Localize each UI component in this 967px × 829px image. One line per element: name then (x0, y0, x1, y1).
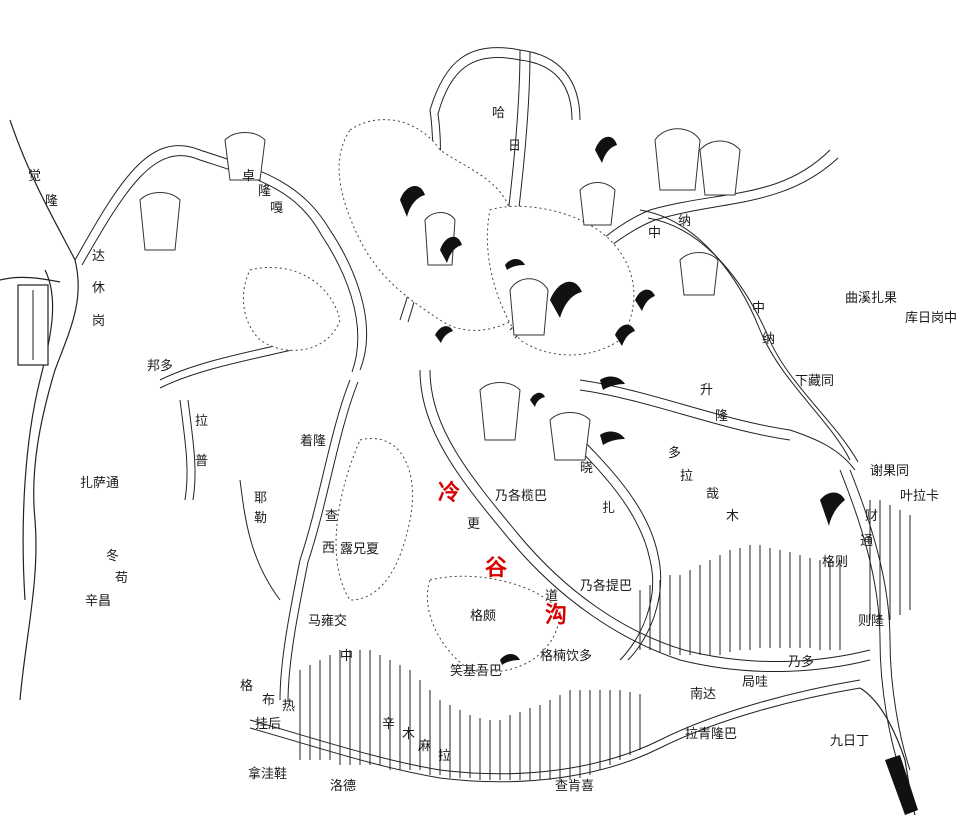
label-luode: 洛德 (330, 779, 356, 794)
label-na1: 纳 (678, 214, 691, 229)
label-gang: 岗 (92, 314, 105, 329)
label-yujiao: 马雍交 (308, 613, 347, 629)
glacier-tongues (139, 128, 741, 461)
moraine-hatching (299, 500, 911, 780)
label-sheng: 升 (700, 383, 713, 398)
label-la3: 拉 (438, 749, 451, 764)
label-yela: 叶拉卡 (900, 489, 939, 504)
label-gang2: 嘎 (270, 201, 283, 216)
label-xinchang: 辛昌 (85, 594, 111, 609)
label-bu: 布 (262, 693, 275, 708)
label-luoer: 露兄夏 (340, 542, 379, 557)
label-zhasa: 扎萨通 (80, 476, 119, 491)
label-jiurid: 九日丁 (830, 734, 869, 749)
label-la2: 拉 (680, 469, 693, 484)
label-mu2: 木 (402, 727, 415, 742)
label-naige1: 乃各榄巴 (495, 488, 547, 504)
valley-char-1: 冷 (438, 480, 460, 506)
label-xin: 辛 (382, 717, 395, 732)
label-dong: 冬 (106, 548, 119, 564)
main-trunk (249, 679, 918, 816)
label-gegai: 格则 (822, 554, 848, 570)
label-dao: 道 (545, 589, 558, 604)
label-ma: 麻 (418, 739, 431, 754)
label-gejiu: 格楠饮多 (540, 648, 592, 664)
label-long2: 隆 (258, 184, 271, 199)
label-naiduo: 乃多 (788, 654, 814, 670)
label-da: 达 (92, 249, 105, 264)
label-pu: 普 (195, 454, 208, 469)
label-xi: 西 (322, 541, 335, 556)
valley-char-2: 谷 (485, 556, 508, 581)
label-nanda: 南达 (690, 686, 716, 702)
label-xiazang: 下藏同 (795, 374, 834, 389)
label-geng: 更 (467, 517, 480, 532)
label-zegen: 则隆 (858, 614, 884, 629)
label-ha: 哈 (492, 106, 505, 121)
label-xiao: 晓 (580, 461, 593, 476)
label-zhuo: 卓 (242, 169, 255, 184)
label-cai: 财 (865, 509, 878, 524)
label-zai: 哉 (706, 487, 719, 502)
label-zhong2: 中 (752, 301, 765, 316)
label-la1: 拉 (195, 414, 208, 429)
label-na2: 纳 (762, 332, 775, 347)
snowfields (242, 119, 635, 673)
label-duo: 多 (668, 445, 681, 461)
label-ge: 格 (240, 678, 253, 694)
label-jue: 觉 (28, 169, 41, 184)
valley-char-3: 沟 (545, 602, 567, 628)
label-cha: 查 (325, 509, 338, 524)
label-guahou: 挂后 (255, 717, 281, 732)
outflow-mark (885, 755, 918, 815)
place-labels: 觉 隆 达 休 岗 卓 隆 嘎 哈 日 中 纳 曲溪扎果 库日岗中 中 纳 下藏… (28, 106, 957, 794)
label-ri: 日 (508, 139, 521, 154)
label-chayu: 查肯喜 (555, 779, 594, 794)
left-river-system (0, 119, 79, 701)
label-naige2: 乃各提巴 (580, 578, 632, 594)
label-kuri: 库日岗中 (905, 310, 957, 326)
label-gebo: 格颇 (470, 608, 496, 624)
label-zhong1: 中 (648, 226, 661, 241)
label-xiaoji: 笑基吾巴 (450, 663, 502, 679)
label-mu: 木 (726, 509, 739, 524)
label-long1: 隆 (45, 194, 58, 209)
label-re: 热 (282, 699, 295, 714)
label-zhong3: 中 (340, 649, 353, 664)
label-zhuolong: 着隆 (300, 433, 326, 449)
label-tong: 通 (860, 534, 873, 549)
label-ye: 耶 (254, 491, 267, 506)
label-xieguo: 谢果同 (870, 463, 909, 479)
label-zha: 扎 (602, 501, 615, 516)
label-bangduo: 邦多 (147, 358, 173, 374)
ice-cliffs (400, 136, 845, 665)
label-laqing: 拉青隆巴 (685, 727, 737, 742)
label-mazhuang: 拿洼鞋 (248, 766, 287, 782)
label-long3: 隆 (715, 409, 728, 424)
label-gou: 苟 (115, 571, 128, 586)
label-geju: 局哇 (742, 675, 768, 690)
label-xiu: 休 (92, 281, 105, 296)
label-le: 勒 (254, 511, 267, 526)
main-valley-name: 冷 谷 沟 (438, 480, 567, 628)
label-quxi: 曲溪扎果 (845, 291, 897, 306)
